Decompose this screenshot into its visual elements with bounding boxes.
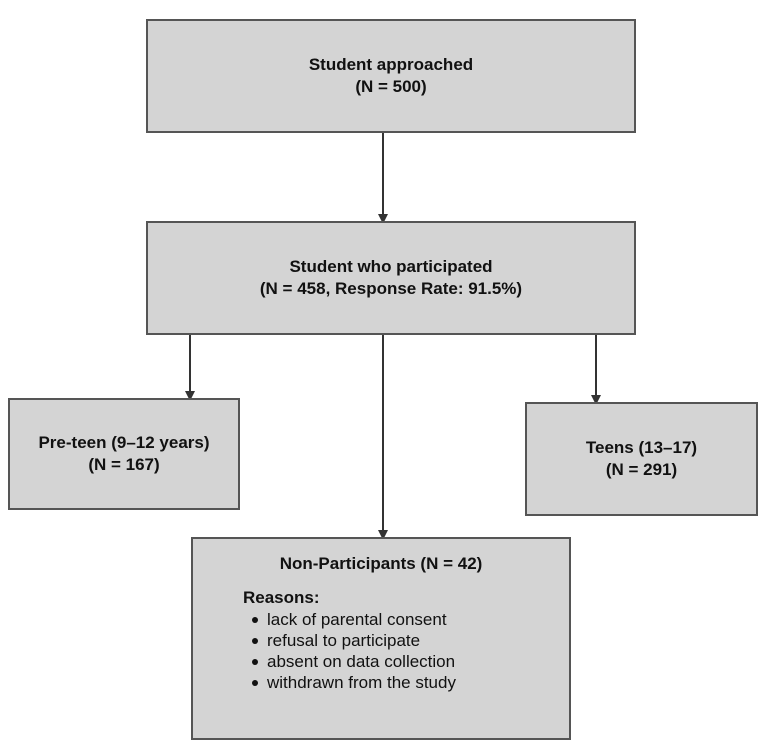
teens-title: Teens (13–17) <box>585 438 698 457</box>
approached-count: (N = 500) <box>355 77 427 96</box>
non-participants-title: Non-Participants (N = 42) <box>279 554 483 573</box>
preteen-title: Pre-teen (9–12 years) <box>38 433 210 452</box>
reason-item: refusal to participate <box>252 630 456 651</box>
participated-count: (N = 458, Response Rate: 91.5%) <box>259 279 523 298</box>
teens-count: (N = 291) <box>605 460 678 479</box>
teens-box: Teens (13–17) (N = 291) <box>525 402 758 516</box>
reasons-section: Reasons: lack of parental consent refusa… <box>243 587 456 693</box>
participated-title: Student who participated <box>289 257 493 276</box>
approached-title: Student approached <box>308 55 474 74</box>
reasons-list: lack of parental consent refusal to part… <box>243 609 456 693</box>
students-approached-box: Student approached (N = 500) <box>146 19 636 133</box>
reasons-label: Reasons: <box>243 588 320 607</box>
non-participants-box: Non-Participants (N = 42) Reasons: lack … <box>191 537 571 740</box>
preteen-count: (N = 167) <box>88 455 160 474</box>
students-participated-box: Student who participated (N = 458, Respo… <box>146 221 636 335</box>
reason-item: absent on data collection <box>252 651 456 672</box>
preteen-box: Pre-teen (9–12 years) (N = 167) <box>8 398 240 510</box>
reason-item: lack of parental consent <box>252 609 456 630</box>
reason-item: withdrawn from the study <box>252 672 456 693</box>
